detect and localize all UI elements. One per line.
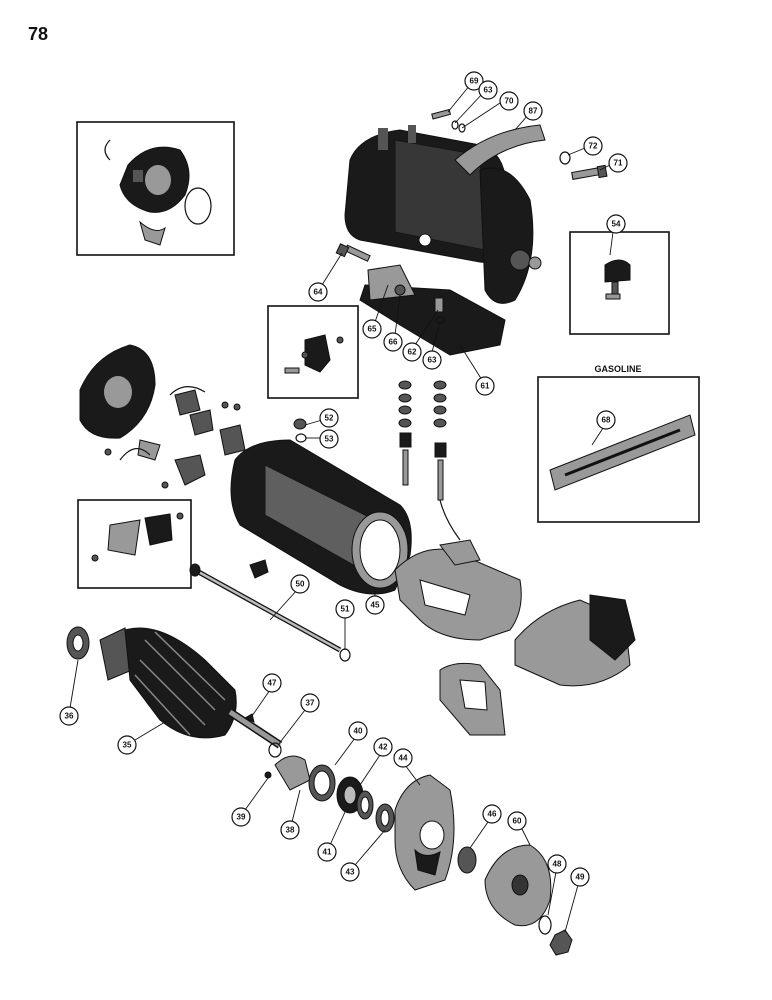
callout-69: 69 (464, 71, 484, 91)
svg-text:62: 62 (408, 348, 417, 357)
callout-45: 45 (365, 595, 385, 615)
callout-41: 41 (317, 842, 337, 862)
svg-text:69: 69 (470, 77, 479, 86)
svg-text:53: 53 (325, 435, 334, 444)
callout-87: 87 (523, 101, 543, 121)
page-number: 78 (28, 24, 49, 44)
callout-63-bracket: 63 (422, 350, 442, 370)
svg-text:52: 52 (325, 414, 334, 423)
callout-49: 49 (570, 867, 590, 887)
terminal-posts (398, 380, 461, 541)
callout-47: 47 (262, 673, 282, 693)
callout-60: 60 (507, 811, 527, 831)
mounting-bracket (335, 243, 506, 356)
pole-shoes-and-coils (394, 539, 636, 736)
callout-42: 42 (373, 737, 393, 757)
callout-39: 39 (231, 807, 251, 827)
callout-51: 51 (335, 599, 355, 619)
svg-text:40: 40 (354, 727, 363, 736)
svg-text:54: 54 (612, 220, 621, 229)
callout-38: 38 (280, 820, 300, 840)
svg-text:46: 46 (488, 810, 497, 819)
callout-52: 52 (319, 408, 339, 428)
callout-53: 53 (319, 429, 339, 449)
bearing-and-end-frame (264, 755, 455, 891)
generator-assembly (344, 108, 608, 304)
svg-text:71: 71 (614, 159, 623, 168)
through-bolt (189, 563, 351, 662)
svg-text:37: 37 (306, 699, 315, 708)
svg-text:44: 44 (399, 754, 408, 763)
field-frame (230, 418, 412, 595)
svg-text:49: 49 (576, 873, 585, 882)
callout-46: 46 (482, 804, 502, 824)
svg-text:72: 72 (589, 142, 598, 151)
svg-text:45: 45 (371, 601, 380, 610)
callout-markers: 69 63 70 87 72 71 54 64 65 66 62 63 61 5… (59, 71, 628, 887)
svg-text:39: 39 (237, 813, 246, 822)
svg-text:68: 68 (602, 416, 611, 425)
callout-64: 64 (308, 282, 328, 302)
svg-text:66: 66 (389, 338, 398, 347)
svg-text:87: 87 (529, 107, 538, 116)
svg-text:41: 41 (323, 848, 332, 857)
callout-54: 54 (606, 214, 626, 234)
callout-70: 70 (499, 91, 519, 111)
callout-43: 43 (340, 862, 360, 882)
callout-50: 50 (290, 574, 310, 594)
armature (66, 626, 283, 758)
leader-lines (69, 84, 614, 933)
callout-63: 63 (478, 80, 498, 100)
callout-62: 62 (402, 342, 422, 362)
callout-44: 44 (393, 748, 413, 768)
inset-brush (77, 499, 192, 589)
svg-text:35: 35 (123, 741, 132, 750)
commutator-end-frame (79, 344, 246, 489)
svg-text:65: 65 (368, 325, 377, 334)
svg-text:42: 42 (379, 743, 388, 752)
svg-text:51: 51 (341, 605, 350, 614)
pulley-assembly (457, 844, 573, 956)
callout-66: 66 (383, 332, 403, 352)
svg-text:50: 50 (296, 580, 305, 589)
callout-68: 68 (596, 410, 616, 430)
callout-65: 65 (362, 319, 382, 339)
svg-text:60: 60 (513, 817, 522, 826)
inset-brush-holder (267, 305, 359, 399)
callout-35: 35 (117, 735, 137, 755)
callout-36: 36 (59, 706, 79, 726)
inset-drive-end-frame (76, 121, 235, 256)
svg-text:48: 48 (553, 860, 562, 869)
callout-71: 71 (608, 153, 628, 173)
svg-text:38: 38 (286, 826, 295, 835)
inset-terminal (569, 231, 670, 335)
gasoline-label: GASOLINE (594, 364, 641, 374)
svg-text:47: 47 (268, 679, 277, 688)
svg-text:70: 70 (505, 97, 514, 106)
svg-text:63: 63 (428, 356, 437, 365)
callout-72: 72 (583, 136, 603, 156)
callout-61: 61 (475, 376, 495, 396)
callout-48: 48 (547, 854, 567, 874)
svg-text:43: 43 (346, 868, 355, 877)
svg-text:63: 63 (484, 86, 493, 95)
inset-gasoline-bracket: GASOLINE (537, 364, 700, 523)
svg-text:64: 64 (314, 288, 323, 297)
svg-text:36: 36 (65, 712, 74, 721)
svg-text:61: 61 (481, 382, 490, 391)
callout-40: 40 (348, 721, 368, 741)
callout-37: 37 (300, 693, 320, 713)
